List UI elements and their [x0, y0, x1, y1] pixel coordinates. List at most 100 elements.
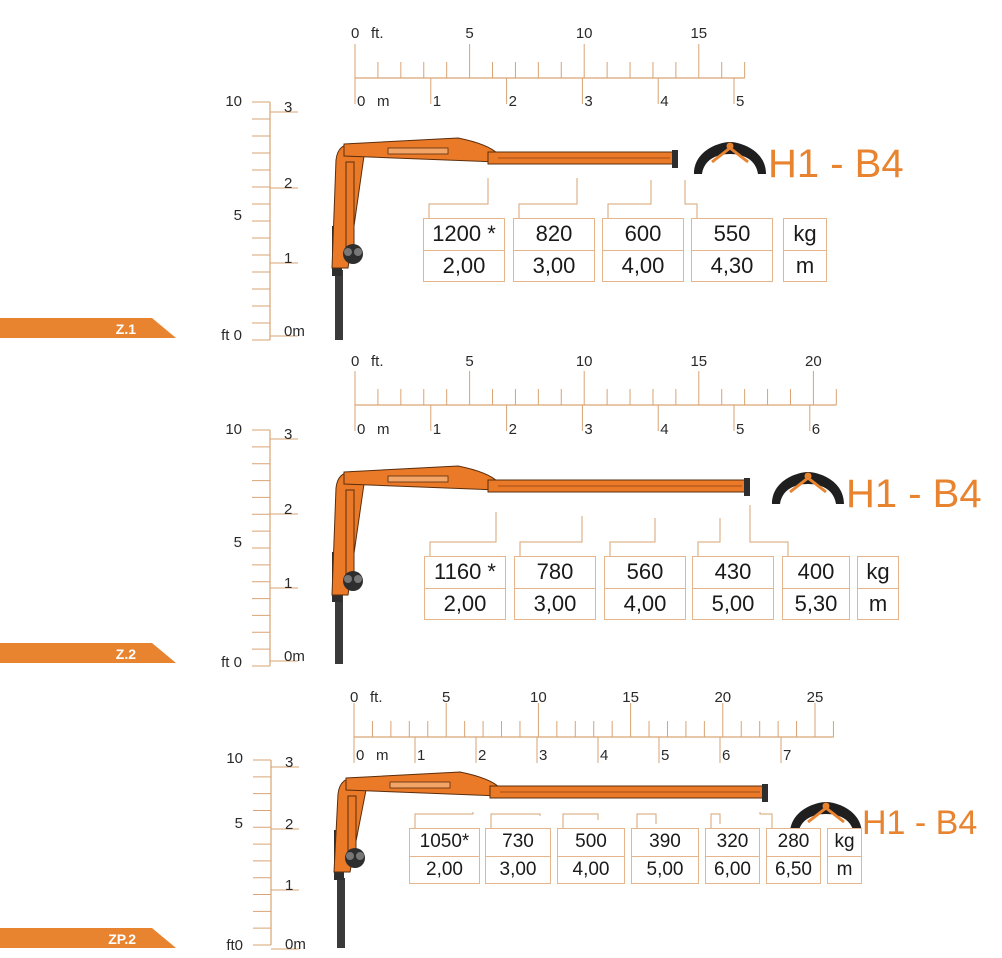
- reach-value: 4,30: [692, 249, 772, 282]
- boom-cylinder: [387, 147, 449, 155]
- config-tag-label: Z.2: [116, 646, 136, 662]
- capacity-value: 320: [716, 831, 749, 853]
- crane-illustration: [333, 771, 768, 948]
- vertical-ft-label: ft 0: [221, 654, 242, 671]
- ft-tick-label: 20: [714, 689, 731, 706]
- capacity-value: 780: [536, 559, 574, 585]
- leader-line: [414, 812, 474, 828]
- leader-lines: [428, 178, 698, 218]
- boom-cylinder: [389, 781, 451, 789]
- ft-tick-label: 15: [690, 353, 707, 370]
- crane-mast: [335, 270, 343, 340]
- m-unit-label: m: [377, 93, 390, 110]
- m-tick-label: 0: [356, 747, 364, 764]
- ft-unit-label: ft.: [371, 25, 384, 42]
- leader-line: [749, 505, 789, 556]
- capacity-value: 820: [535, 221, 573, 247]
- ft-tick-label: 15: [622, 689, 639, 706]
- model-title: H1 - B4: [846, 472, 982, 516]
- vertical-m-label: 3: [285, 754, 293, 771]
- leader-line: [609, 518, 656, 556]
- m-tick-label: 2: [509, 93, 517, 110]
- slewing-gear: [354, 575, 362, 583]
- m-tick-label: 1: [417, 747, 425, 764]
- leader-line: [759, 812, 773, 828]
- ft-tick-label: 0: [350, 689, 358, 706]
- m-tick-label: 4: [660, 93, 668, 110]
- ft-tick-label: 5: [442, 689, 450, 706]
- config-tag-shape: [0, 318, 176, 338]
- grapple-jaws: [790, 802, 862, 834]
- slewing-gear: [344, 575, 352, 583]
- reach-value: 3,00: [515, 587, 595, 620]
- boom-cylinder: [387, 475, 449, 483]
- m-tick-label: 5: [736, 93, 744, 110]
- model-title: H1 - B4: [862, 804, 978, 842]
- grapple-icon: [694, 142, 766, 174]
- vertical-m-label: 3: [284, 426, 292, 443]
- grapple-jaws: [694, 142, 766, 174]
- ft-tick-label: 5: [465, 25, 473, 42]
- leader-line: [697, 518, 721, 556]
- m-tick-label: 4: [600, 747, 608, 764]
- reach-value: 6,50: [767, 855, 820, 884]
- capacity-value: 430: [714, 559, 752, 585]
- boom-tip: [744, 478, 750, 496]
- ft-tick-label: 5: [465, 353, 473, 370]
- lift-cylinder: [345, 161, 355, 253]
- config-tag-label: Z.1: [116, 321, 136, 337]
- reach-value: 2,00: [410, 855, 479, 884]
- leader-lines: [429, 505, 789, 556]
- vertical-ft-label: 10: [226, 750, 243, 767]
- m-tick-label: 3: [539, 747, 547, 764]
- boom-tip: [762, 784, 768, 802]
- capacity-value: 550: [713, 221, 751, 247]
- vertical-m-label: 1: [284, 250, 292, 267]
- ft-tick-label: 10: [530, 689, 547, 706]
- grapple-pivot: [822, 802, 830, 810]
- ft-unit-label: ft.: [371, 353, 384, 370]
- slewing-gear: [354, 248, 362, 256]
- m-tick-label: 0: [357, 421, 365, 438]
- m-tick-label: 0: [357, 93, 365, 110]
- crane-mast: [335, 594, 343, 664]
- grapple-icon: [772, 472, 844, 504]
- capacity-cell: 1160 *2,00: [424, 556, 506, 620]
- config-tag-shape: [0, 643, 176, 663]
- ft-tick-label: 0: [351, 25, 359, 42]
- ft-tick-label: 10: [576, 353, 593, 370]
- capacity-value: 560: [626, 559, 664, 585]
- reach-value: 6,00: [706, 855, 759, 884]
- m-tick-label: 6: [812, 421, 820, 438]
- ft-tick-label: 10: [576, 25, 593, 42]
- leader-line: [429, 512, 497, 556]
- boom-tip: [672, 150, 678, 168]
- capacity-cell: 1200 *2,00: [423, 218, 505, 282]
- vertical-m-label: 1: [284, 575, 292, 592]
- crane-mast: [337, 878, 345, 948]
- vertical-m-label: 2: [284, 501, 292, 518]
- reach-value: 2,00: [425, 587, 505, 620]
- leader-line: [518, 178, 578, 218]
- vertical-ft-label: 5: [235, 815, 243, 832]
- leader-line: [684, 180, 698, 218]
- unit-reach: m: [784, 249, 826, 282]
